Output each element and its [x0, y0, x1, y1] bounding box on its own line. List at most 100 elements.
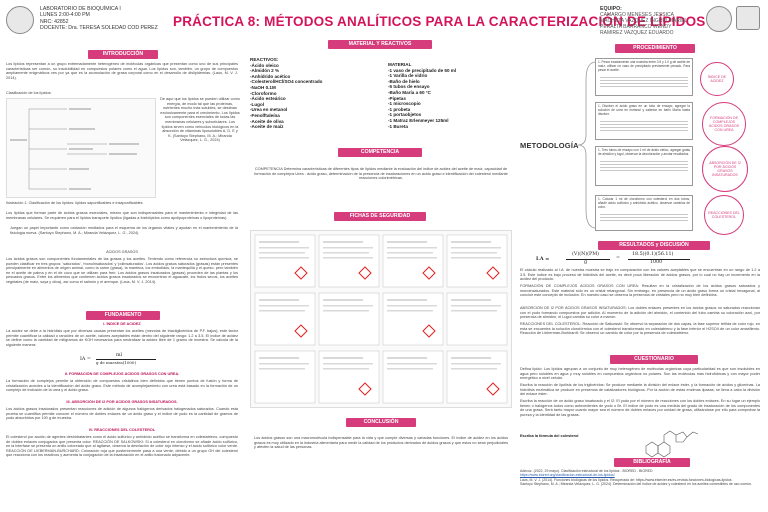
acidity-index-title: I. ÍNDICE DE ACIDEZ	[103, 322, 141, 326]
reactive-item: -NaOH 0.1M	[250, 84, 276, 90]
fatty-acids-text: Los ácidos grasos son componentes fundam…	[6, 257, 238, 284]
material-title: MATERIAL	[388, 62, 412, 67]
results-formula-num2: 18.5)(0.1)(56.11)	[632, 252, 674, 257]
material-item: -5 tubos de ensayo	[388, 84, 430, 90]
question-cholesterol-formula: Escriba la fórmula del colesterol	[520, 434, 579, 438]
methodology-label: METODOLOGÍA	[520, 141, 579, 150]
team-member: RAMIREZ VAZQUEZ EDUARDO	[600, 30, 674, 36]
step-text: 1. Pesar exactamente una muestra entre 0…	[598, 60, 690, 72]
material-item: -1 Bureta	[388, 123, 408, 129]
reactives-title: REACTIVOS:	[250, 57, 279, 62]
poster-title: PRÁCTICA 8: MÉTODOS ANALÍTICOS PARA LA C…	[173, 14, 706, 29]
ring-urea-complex: FORMACIÓN DE COMPLEJOS ÁCIDOS GRASOS CON…	[702, 102, 746, 146]
urea-complex-title: II. FORMACIÓN DE COMPLEJOS ÁCIDOS GRASOS…	[64, 372, 180, 376]
step-text: 1. Tres tubos de ensayo con 1 ml de ácid…	[598, 148, 690, 156]
iodine-text: Los ácidos grasos insaturados presentan …	[6, 407, 238, 421]
lab-name: LABORATORIO DE BIOQUÍMICA I	[40, 6, 121, 12]
formula-numerator: ml	[116, 353, 123, 358]
team-member: MACHETA VAZQUEZ INGRID MARIEL	[600, 18, 688, 24]
formula-denominator: g de muestra(1000)	[96, 360, 137, 365]
question-lipolysis: Escriba la reacción de lipólisis de los …	[520, 383, 760, 397]
reactive-item: -Lugol	[250, 101, 265, 107]
material-item: -1 Matraz Erlenmeyer 125ml	[388, 117, 449, 123]
material-list: MATERIAL -1 vaso de precipitado de 50 ml…	[388, 62, 512, 129]
reactive-item: -Colesterol/HCl/SO4 concentrado	[250, 79, 323, 85]
classification-tree	[10, 108, 139, 190]
fatty-acids-title: ÁCIDOS GRASOS	[106, 250, 138, 254]
material-item: -1 vaso de precipitado de 50 ml	[388, 67, 457, 73]
competence-text: COMPETENCIA Determina características de…	[254, 167, 508, 181]
results-formula: I.A = (V)(N)(PM) g = 18.5)(0.1)(56.11) 1…	[536, 252, 756, 267]
chemistry-logo	[736, 6, 760, 30]
team-member: PERALTA BARRANCO WENDY	[600, 24, 672, 30]
results-formula-den2: 1000	[650, 260, 663, 265]
team-member: CAMARGO MENESES JESSICA	[600, 12, 674, 18]
reference-link[interactable]: https://www.biored.org/clasificacion-est…	[520, 473, 615, 478]
reactive-item: -Ácido esteárico	[250, 96, 286, 102]
ring-acidity-index: ÍNDICE DE ACIDEZ	[700, 62, 734, 96]
figure-caption: Ilustración 1. Clasificación de los lípi…	[6, 201, 143, 205]
university-logo	[6, 6, 34, 34]
ring-iodine-absorption: ABSORCIÓN DE I2 POR ÁCIDOS GRASOS INSATU…	[702, 146, 748, 192]
reactive-item: -Cloroformo	[250, 90, 277, 96]
procedure-header: PROCEDIMIENTO	[615, 44, 695, 53]
organs-text: Juegan un papel importante como oxidació…	[10, 226, 238, 235]
course-info: LABORATORIO DE BIOQUÍMICA I LUNES 2:00-4…	[40, 6, 158, 32]
reactives-list: REACTIVOS: -Ácido oleico -Almidón 2 % -A…	[250, 57, 370, 130]
conclusion-text: Los ácidos grasos son una macromolécula …	[254, 436, 508, 450]
reference-item: Laus, M. V. J. (2014). Funciones biológi…	[520, 477, 732, 482]
material-item: -1 microscopio	[388, 101, 421, 107]
procedure-step-cholesterol: 1. Colocar 1 ml de cloroformo con colest…	[595, 195, 693, 231]
reactive-item: -Almidón 2 %	[250, 68, 280, 74]
iodine-title: III. ABSORCIÓN DE I2 POR ÁCIDOS GRASOS I…	[66, 400, 178, 404]
classification-diagram	[6, 98, 156, 198]
conclusion-header: CONCLUSIÓN	[346, 418, 416, 427]
results-formula-den: g	[584, 260, 588, 265]
intro-paragraph: Los lípidos representan a un grupo extre…	[6, 62, 238, 80]
results-iodine-text: ABSORCIÓN DE I2 POR ÁCIDOS GRASOS INSATU…	[520, 306, 760, 320]
material-item: -Pipetas	[388, 95, 406, 101]
essential-acids-text: Los lípidos que forman parte de ácidos g…	[6, 211, 238, 220]
lipid-functions-text: De aquí que los lípidos se pueden utiliz…	[160, 97, 240, 143]
procedure-step-urea: 1. Disolver el ácido graso en un tubo de…	[595, 102, 693, 140]
procedure-step-iodine: 1. Tres tubos de ensayo con 1 ml de ácid…	[595, 146, 693, 186]
bibliography-list: Adecuz. (2022, 29 mayo). Clasificación e…	[520, 469, 760, 509]
reactive-item: -Ácido oleico	[250, 62, 279, 68]
question-lipid-definition: Defina lípido: Los lípidos agrupan a un …	[520, 367, 760, 381]
nrc: NRC: 42852	[40, 18, 69, 25]
safety-sheets	[250, 230, 512, 408]
intro-header: INTRODUCCIÓN	[88, 50, 158, 59]
schedule: LUNES 2:00-4:00 PM	[40, 12, 90, 19]
material-item: -1 portaobjetos	[388, 112, 422, 118]
acidity-formula: IA = ml g de muestra(1000)	[80, 353, 170, 368]
methodology-brace	[577, 61, 597, 229]
results-acidity-text: El cálculo realizado al I.A. de nuestra …	[520, 268, 760, 282]
question-iodine-reaction: Escriba la reacción de un ácido graso in…	[520, 399, 760, 417]
reactive-item: -Aceite de maíz	[250, 124, 284, 130]
cholesterol-title: IV. REACCIONES DEL COLESTEROL	[88, 428, 156, 432]
teacher: DOCENTE: Dra. TERESA SOLEDAD COD PEREZ	[40, 25, 158, 32]
results-header: RESULTADOS y DISCUSIÓN	[598, 241, 710, 250]
material-item: -Baño de hielo	[388, 78, 420, 84]
material-item: -1 probeta	[388, 106, 411, 112]
reactive-item: -Fenolftaleína	[250, 112, 280, 118]
material-item: -Baño María a 60 °C	[388, 89, 431, 95]
competence-header: COMPETENCIA	[338, 148, 422, 157]
results-formula-num: (V)(N)(PM)	[572, 252, 600, 257]
formula-lhs: IA =	[80, 357, 91, 362]
acidity-index-text: La acidez se debe a la hidrólisis que po…	[6, 329, 238, 347]
results-cholesterol-text: REACCIONES DEL COLESTEROL: Reacción de S…	[520, 322, 760, 336]
team-label: EQUIPO:	[600, 6, 622, 12]
reference-item: Santoyo Stephano, M. A.; Miranda Velázqu…	[520, 481, 752, 486]
cholesterol-structure	[645, 430, 699, 458]
step-text: 1. Disolver el ácido graso en un tubo de…	[598, 104, 690, 116]
reactive-item: -Urea en metanol	[250, 107, 288, 113]
faculty-logo	[706, 6, 732, 32]
bibliography-header: BIBLIOGRAFÍA	[614, 458, 690, 467]
ring-cholesterol-reactions: REACCIONES DEL COLESTEROL	[704, 195, 744, 235]
reactive-item: -Aceite de oliva	[250, 118, 284, 124]
materials-header: MATERIAL Y REACTIVOS	[328, 40, 432, 49]
reference-item: Adecuz. (2022, 29 mayo). Clasificación e…	[520, 469, 653, 473]
classification-label: Clasificación de los lípidos:	[6, 91, 52, 95]
